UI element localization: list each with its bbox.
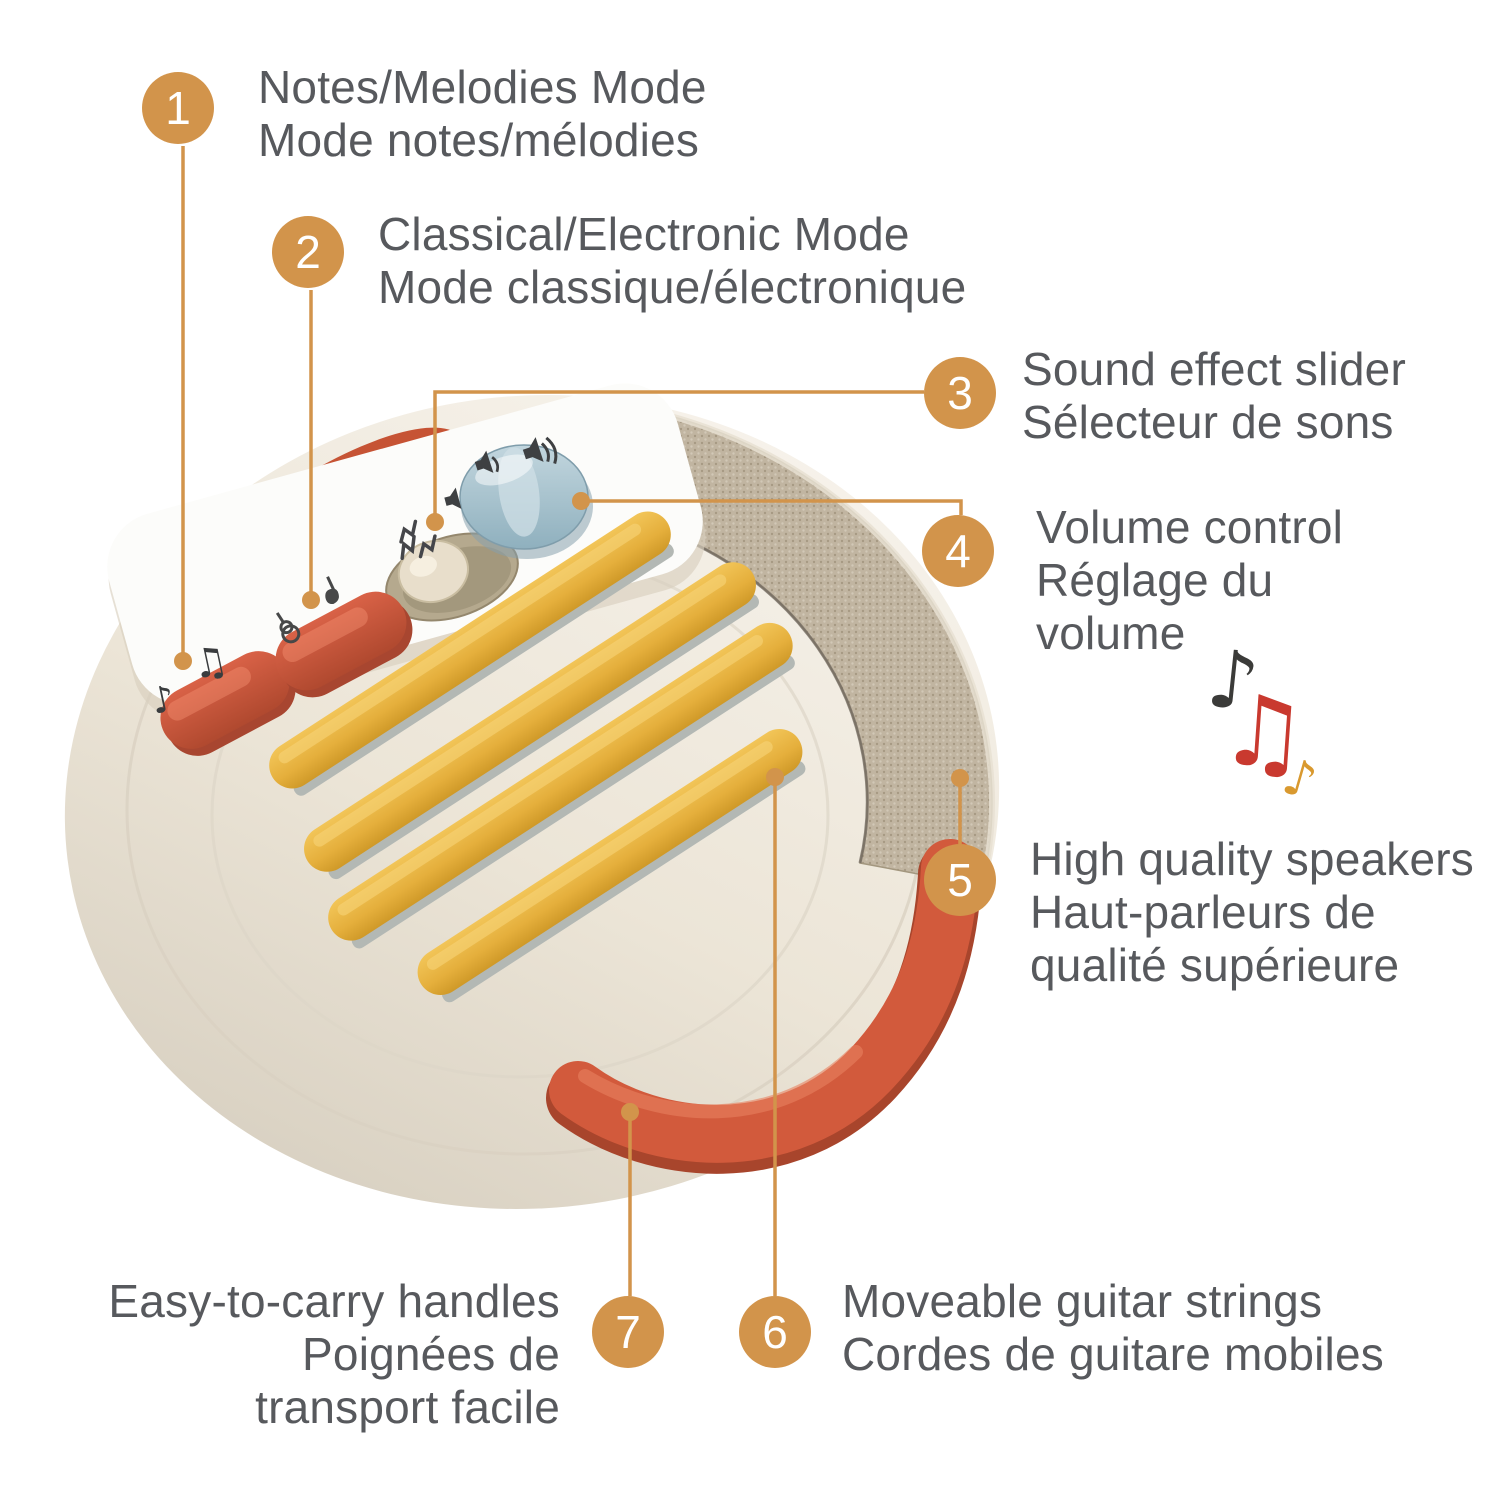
caption-carry-handles: Easy-to-carry handles Poignées de transp… [108,1275,560,1434]
leader-dot-4 [572,492,590,510]
caption-line: Volume control [1036,501,1344,553]
leader-dot-6 [766,768,784,786]
leader-dot-5 [951,769,969,787]
caption-classical-electronic: Classical/Electronic Mode Mode classique… [378,208,966,314]
leader-line-3 [433,390,924,515]
caption-line: volume [1036,607,1186,659]
speaker-low-icon [444,487,462,509]
leader-dot-2 [302,591,320,609]
sound-effect-burst-icon [399,519,437,561]
decorative-music-notes: ♪ ♫ ♪ [1203,632,1323,812]
leader-line-4 [582,499,963,515]
leader-dot-3 [426,513,444,531]
caption-line: Classical/Electronic Mode [378,208,910,260]
callout-badge-3: 3 [924,357,996,429]
caption-speakers: High quality speakers Haut-parleurs de q… [1030,833,1474,992]
caption-line: Haut-parleurs de [1030,886,1376,938]
classical-guitar-icon [275,612,301,644]
caption-volume-control: Volume control Réglage du volume [1036,501,1343,660]
guitar-string-3 [328,622,793,941]
speaker-grille-rim [650,408,995,887]
electric-guitar-icon [325,576,339,605]
caption-line: Poignées de [302,1328,560,1380]
leader-dot-7 [621,1103,639,1121]
panel-controls: ♪ ♫ [148,436,593,756]
volume-knob [459,444,593,559]
caption-line: High quality speakers [1030,833,1474,885]
caption-line: Réglage du [1036,554,1274,606]
leader-dots [174,492,969,1121]
callout-badge-4: 4 [922,515,994,587]
caption-line: Moveable guitar strings [842,1275,1323,1327]
caption-line: Notes/Melodies Mode [258,61,707,113]
black-note-icon: ♪ [1203,632,1264,730]
caption-guitar-strings: Moveable guitar strings Cordes de guitar… [842,1275,1384,1381]
caption-line: transport facile [255,1381,560,1433]
guitar-string-2 [304,562,756,872]
red-note-icon: ♫ [1216,673,1312,793]
caption-line: Mode classique/électronique [378,261,967,313]
callout-badge-2: 2 [272,216,344,288]
caption-sound-effect-slider: Sound effect slider Sélecteur de sons [1022,343,1406,449]
callout-badge-7: 7 [592,1296,664,1368]
guitar-string-1 [269,511,671,789]
caption-line: Easy-to-carry handles [108,1275,560,1327]
caption-line: Sound effect slider [1022,343,1406,395]
guitar-string-4 [417,728,803,996]
bottom-carry-handle [546,839,982,1174]
caption-line: Sélecteur de sons [1022,396,1394,448]
speaker-mid-icon [474,450,500,473]
caption-line: Cordes de guitare mobiles [842,1328,1384,1380]
callout-badge-6: 6 [739,1296,811,1368]
leader-lines [181,146,963,1296]
caption-line: qualité supérieure [1030,939,1400,991]
callout-badge-5: 5 [924,844,996,916]
caption-line: Mode notes/mélodies [258,114,700,166]
guitar-strings-group [269,511,806,1003]
speaker-high-icon [522,436,558,464]
notes-melodies-button [160,651,296,756]
caption-notes-melodies: Notes/Melodies Mode Mode notes/mélodies [258,61,707,167]
callout-badge-1: 1 [142,72,214,144]
leader-dot-1 [174,652,192,670]
classical-electronic-button [275,591,413,698]
